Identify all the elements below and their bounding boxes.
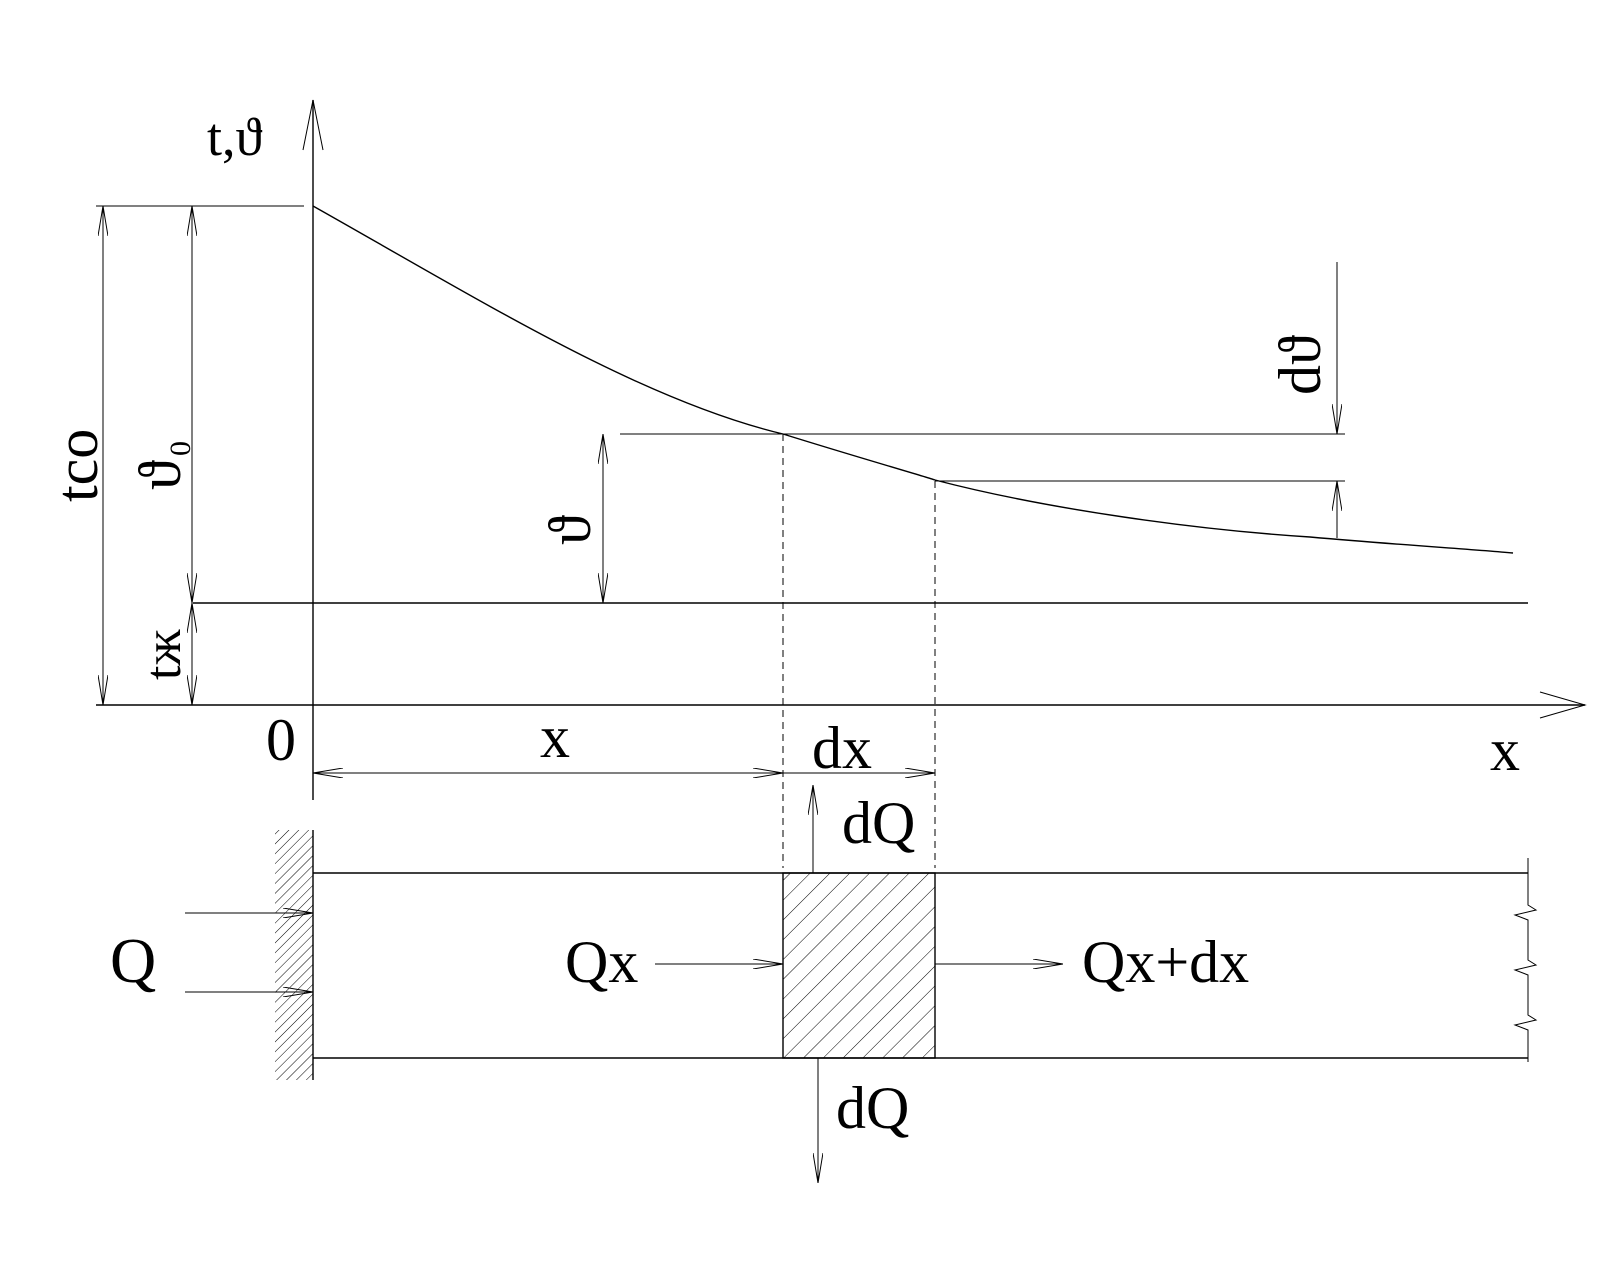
- horizontal-axis-label: x: [1490, 717, 1520, 783]
- theta0-label: ϑ 0: [127, 441, 197, 490]
- horizontal-axis-arrowhead: [1539, 691, 1587, 719]
- differential-element: [782, 872, 936, 1059]
- wall-hatching: [275, 830, 313, 1080]
- origin-label: 0: [266, 707, 296, 773]
- vertical-axis-arrowhead: [302, 99, 324, 151]
- theta0-symbol: ϑ: [127, 460, 193, 490]
- x-distance-label: x: [540, 704, 570, 770]
- q-inlet-label: Q: [110, 925, 156, 996]
- dtheta-label: dϑ: [1267, 335, 1333, 395]
- vertical-axis-label: t,ϑ: [207, 107, 263, 167]
- theta-label: ϑ: [537, 515, 603, 545]
- dq-top-label: dQ: [842, 790, 915, 856]
- qx-dx-label: Qx+dx: [1082, 929, 1249, 995]
- dq-bottom-label: dQ: [836, 1075, 909, 1141]
- temperature-curve: [312, 205, 1514, 554]
- rod-diagram: Q Qx Qx+dx dQ dQ: [110, 785, 1538, 1183]
- theta0-subscript: 0: [164, 441, 197, 456]
- dx-label: dx: [812, 715, 872, 781]
- tco-label: tco: [44, 429, 110, 502]
- rod-break-line: [1513, 858, 1538, 1062]
- temperature-plot: t,ϑ tco ϑ 0 tж ϑ dϑ 0 x dx x: [44, 99, 1587, 868]
- tzh-label: tж: [135, 629, 192, 680]
- qx-label: Qx: [565, 929, 638, 995]
